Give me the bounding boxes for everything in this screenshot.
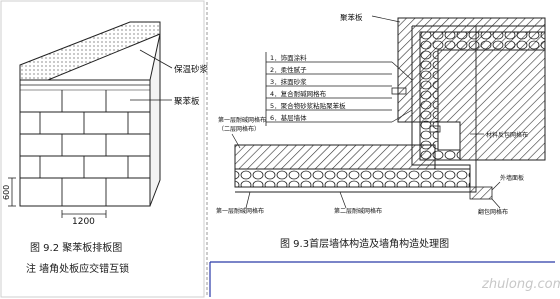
bottom-right-note-2: 翻包网格布 xyxy=(478,208,508,216)
wall-front-face xyxy=(19,79,151,207)
left-note-1: 第一层耐碱网格布 xyxy=(218,116,266,124)
label-surface: 保温砂浆 xyxy=(174,64,209,75)
layer-label-5: 5．聚合物砂浆粘贴聚苯板 xyxy=(270,101,346,110)
dimension-lines xyxy=(8,177,107,218)
dim-width: 1200 xyxy=(72,217,95,227)
insulation-board-horizontal xyxy=(234,168,471,188)
label-top: 聚苯板 xyxy=(340,12,363,22)
dim-height: 600 xyxy=(2,185,11,200)
layer-label-4: 4．复合耐碱网格布 xyxy=(270,89,327,98)
watermark: zhulong.com xyxy=(481,277,560,292)
section-detail xyxy=(234,17,546,200)
bottom-right-note-1: 外墙面板 xyxy=(500,174,524,182)
left-panel-frame xyxy=(0,0,205,298)
caption-fig-9-2: 图 9.2 聚苯板排板图 xyxy=(30,241,122,254)
layer-list: 1．饰面涂料 2．柔性腻子 3．抹面砂浆 4．复合耐碱网格布 5．聚合物砂浆粘贴… xyxy=(265,52,413,126)
right-note: 材料反包网格布 xyxy=(486,131,528,139)
layer-label-1: 1．饰面涂料 xyxy=(270,53,307,62)
bottom-left-note: 第一层耐碱网格布 xyxy=(216,207,264,215)
bottom-mid-note: 第二层耐碱网格布 xyxy=(334,207,382,215)
caption-fig-9-3: 图 9.3首层墙体构造及墙角构造处理图 xyxy=(280,237,449,250)
block-wall xyxy=(19,21,173,207)
layer-label-2: 2．柔性腻子 xyxy=(270,65,307,74)
label-board: 聚苯板 xyxy=(174,96,200,107)
layer-label-3: 3．抹面砂浆 xyxy=(270,77,307,86)
insulation-board-vertical xyxy=(419,31,546,161)
layer-label-6: 6．基层墙体 xyxy=(270,113,307,122)
left-note-2: （二层网格布） xyxy=(218,125,260,133)
floor-slab xyxy=(234,144,436,170)
wall-top-face xyxy=(19,21,161,81)
caption-fig-9-2-note: 注 墙角处板应交错互锁 xyxy=(26,262,129,275)
wall-side-face xyxy=(149,33,161,207)
